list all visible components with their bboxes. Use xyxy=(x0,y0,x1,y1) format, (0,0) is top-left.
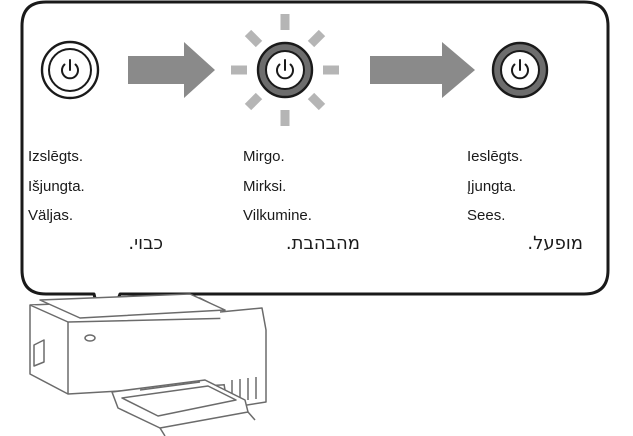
right-arrow-icon xyxy=(370,42,475,98)
state-off-hebrew: כבוי. xyxy=(128,233,163,254)
state-on-hebrew: מופעל. xyxy=(527,233,583,254)
right-arrow-icon xyxy=(128,42,215,98)
state-off-label-3: Väljas. xyxy=(28,207,74,224)
state-off-label-2: Išjungta. xyxy=(28,178,85,195)
state-on-label-3: Sees. xyxy=(467,207,506,224)
state-blinking-label-2: Mirksi. xyxy=(243,178,287,195)
state-on-label-1: Ieslēgts. xyxy=(467,148,523,165)
power-symbol-icon xyxy=(511,59,529,80)
state-blinking-hebrew: מהבהבת. xyxy=(285,233,360,254)
state-off-label-1: Izslēgts. xyxy=(28,148,84,165)
printer-icon xyxy=(29,293,267,436)
power-button-off xyxy=(40,40,100,100)
state-blinking-label-1: Mirgo. xyxy=(243,148,285,165)
power-button-blinking xyxy=(231,14,339,126)
power-button-on xyxy=(491,41,549,99)
power-symbol-icon xyxy=(61,59,79,80)
blink-rays xyxy=(231,14,339,126)
state-on-label-2: Įjungta. xyxy=(467,178,517,195)
state-blinking-label-3: Vilkumine. xyxy=(243,207,312,224)
power-symbol-icon xyxy=(276,59,294,80)
